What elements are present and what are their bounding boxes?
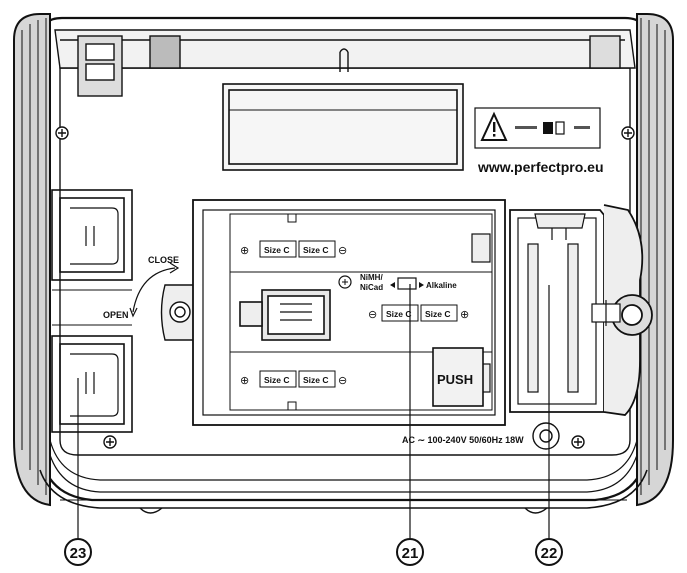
power-rating-text: AC ∼ 100-240V 50/60Hz 18W <box>402 435 524 445</box>
screw-icon <box>55 126 69 140</box>
dc-plug-icon <box>239 289 331 341</box>
warning-icon <box>480 111 508 141</box>
lock-mechanism <box>129 262 196 341</box>
callout-23: 23 <box>64 538 92 566</box>
battery-label: Size C <box>386 309 412 319</box>
callout-21-number: 21 <box>402 545 419 562</box>
screw-icon <box>103 435 117 449</box>
plus-sign: ⊕ <box>240 375 249 387</box>
screws <box>55 126 635 449</box>
side-clips <box>51 189 133 433</box>
battery-label: Size C <box>425 309 451 319</box>
switch-nicad-label: NiCad <box>360 283 383 292</box>
push-latch: PUSH <box>432 347 484 407</box>
chemistry-switch: NiMH/ NiCad Alkaline <box>338 273 457 292</box>
battery-polarity-icon <box>515 121 590 135</box>
top-handle <box>54 29 636 97</box>
push-label: PUSH <box>437 372 473 387</box>
minus-sign: ⊖ <box>368 309 377 321</box>
battery-label: Size C <box>303 375 329 385</box>
close-label: CLOSE <box>148 255 179 265</box>
minus-sign: ⊖ <box>338 245 347 257</box>
switch-nimh-label: NiMH/ <box>360 273 383 282</box>
callout-23-number: 23 <box>70 545 87 562</box>
open-label: OPEN <box>103 310 129 320</box>
battery-label: Size C <box>303 245 329 255</box>
dc-input-port <box>532 422 560 450</box>
carry-recess <box>222 83 464 171</box>
battery-row-middle: ⊖ Size C Size C ⊕ <box>368 304 469 322</box>
battery-holder-right <box>509 204 653 416</box>
screw-icon <box>621 126 635 140</box>
battery-label: Size C <box>264 375 290 385</box>
minus-sign: ⊖ <box>338 375 347 387</box>
website-text: www.perfectpro.eu <box>477 159 604 175</box>
warning-label <box>474 107 601 149</box>
switch-alkaline-label: Alkaline <box>426 281 457 290</box>
callout-22-number: 22 <box>541 545 558 562</box>
plus-sign: ⊕ <box>460 309 469 321</box>
callout-22: 22 <box>535 538 563 566</box>
battery-row-top: ⊕ Size C Size C ⊖ <box>240 240 347 258</box>
battery-label: Size C <box>264 245 290 255</box>
plus-sign: ⊕ <box>240 245 249 257</box>
callout-21: 21 <box>396 538 424 566</box>
callout-lines <box>77 284 550 538</box>
battery-row-bottom: ⊕ Size C Size C ⊖ <box>240 370 347 388</box>
switch-slider <box>397 277 417 290</box>
screw-icon <box>571 435 585 449</box>
